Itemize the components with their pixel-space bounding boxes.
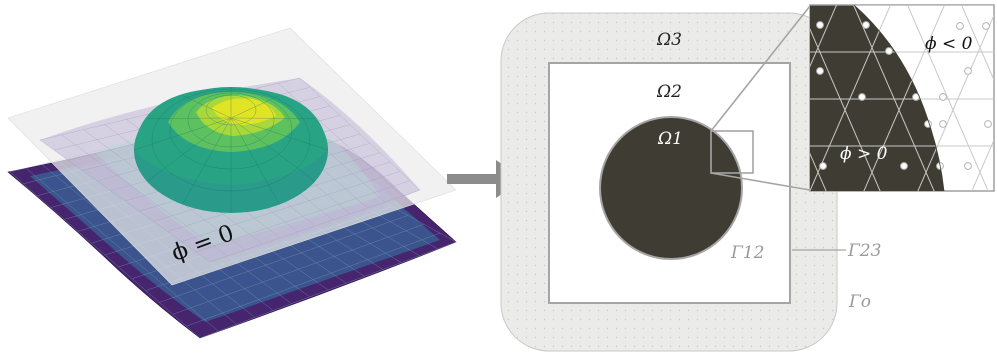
mesh-line (230, 117, 329, 151)
mesh-node (816, 67, 824, 75)
mesh-line (172, 224, 425, 315)
mesh-node (816, 21, 824, 29)
label-phi-positive: ϕ > 0 (840, 144, 888, 164)
mesh-line (230, 117, 280, 205)
mesh-line (863, 5, 946, 191)
mesh-line (133, 117, 232, 151)
mesh-node (964, 162, 972, 170)
mesh-line (195, 180, 411, 253)
label-omega3: Ω3 (656, 30, 682, 50)
zoom-connector-bottom (710, 172, 811, 191)
mesh-line (182, 95, 232, 119)
mesh-node (862, 21, 870, 29)
mesh-node (939, 120, 947, 128)
mesh-line (230, 117, 316, 119)
region-omega1 (599, 116, 743, 260)
surface-dome (133, 87, 329, 213)
mesh-line (810, 5, 838, 68)
mesh-node (956, 22, 964, 30)
mesh-line (159, 215, 409, 303)
label-omega1: Ω1 (657, 129, 683, 149)
mesh-line (146, 117, 232, 182)
label-gamma12: Γ12 (730, 243, 764, 263)
mesh-line (181, 171, 401, 242)
zoom-interface-curve (853, 4, 945, 192)
mesh-line (299, 77, 421, 191)
mesh-line (230, 117, 316, 182)
zoom-inset: ϕ < 0 ϕ > 0 (809, 4, 995, 192)
mesh-line (199, 241, 457, 339)
mesh-node (939, 93, 947, 101)
mesh-node (982, 22, 990, 30)
mesh-line (810, 5, 892, 191)
zoom-selector (710, 130, 754, 174)
label-omega2: Ω2 (656, 82, 682, 102)
level-set-surface: ϕ = 0 (7, 27, 457, 339)
label-gamma23: Γ23 (847, 241, 881, 261)
mesh-node (984, 120, 992, 128)
mesh-line (230, 95, 280, 119)
mesh-line (278, 82, 403, 197)
mesh-line (146, 117, 232, 119)
mesh-line (917, 14, 994, 191)
mesh-line (186, 232, 441, 327)
triangular-mesh (810, 5, 994, 191)
mesh-node (858, 93, 866, 101)
mesh-line (182, 117, 232, 205)
mesh-line (209, 189, 421, 263)
domain-diagram: Ω3 Ω2 Ω1 Γ12 Γ23 Γo (500, 5, 881, 352)
mesh-node (885, 47, 893, 55)
label-gamma-o: Γo (848, 292, 871, 312)
mesh-node (819, 162, 827, 170)
mesh-node (900, 162, 908, 170)
mesh-node (964, 67, 972, 75)
label-phi-negative: ϕ < 0 (925, 34, 973, 54)
mesh-line (960, 5, 994, 82)
zoom-connector-top (710, 5, 811, 132)
